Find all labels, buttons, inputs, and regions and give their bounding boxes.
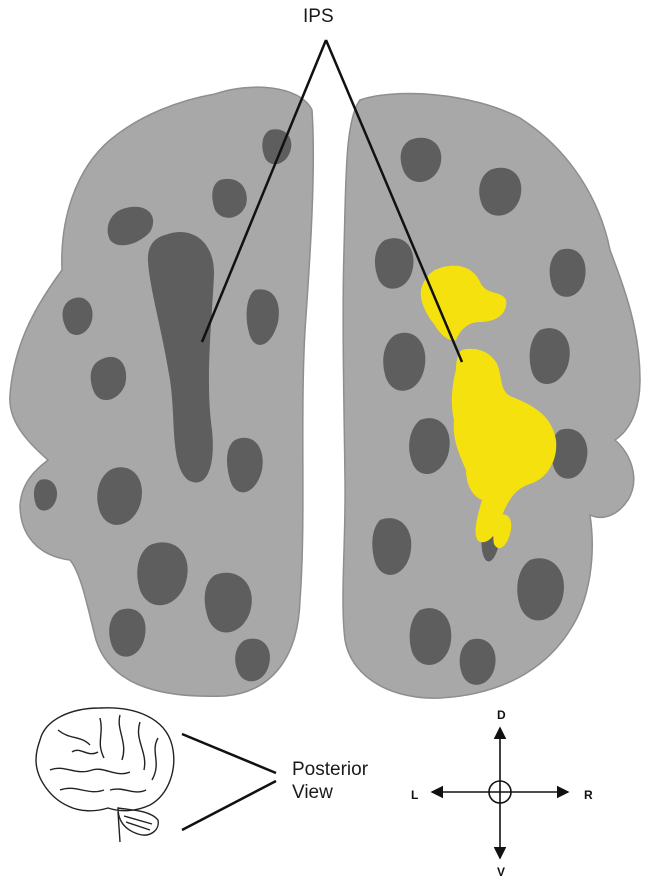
ips-label: IPS: [303, 6, 334, 28]
lateral-brain-sketch-icon: [36, 708, 174, 842]
axis-right-label: R: [584, 788, 593, 802]
view-wedge-lines: [182, 734, 276, 830]
axis-dorsal-label: D: [497, 708, 506, 722]
axis-ventral-label: V: [497, 865, 505, 879]
orientation-compass-icon: [432, 728, 568, 858]
posterior-view-line1: Posterior: [292, 758, 368, 781]
axis-left-label: L: [411, 788, 418, 802]
posterior-view-line2: View: [292, 781, 368, 804]
posterior-view-label: Posterior View: [292, 758, 368, 804]
